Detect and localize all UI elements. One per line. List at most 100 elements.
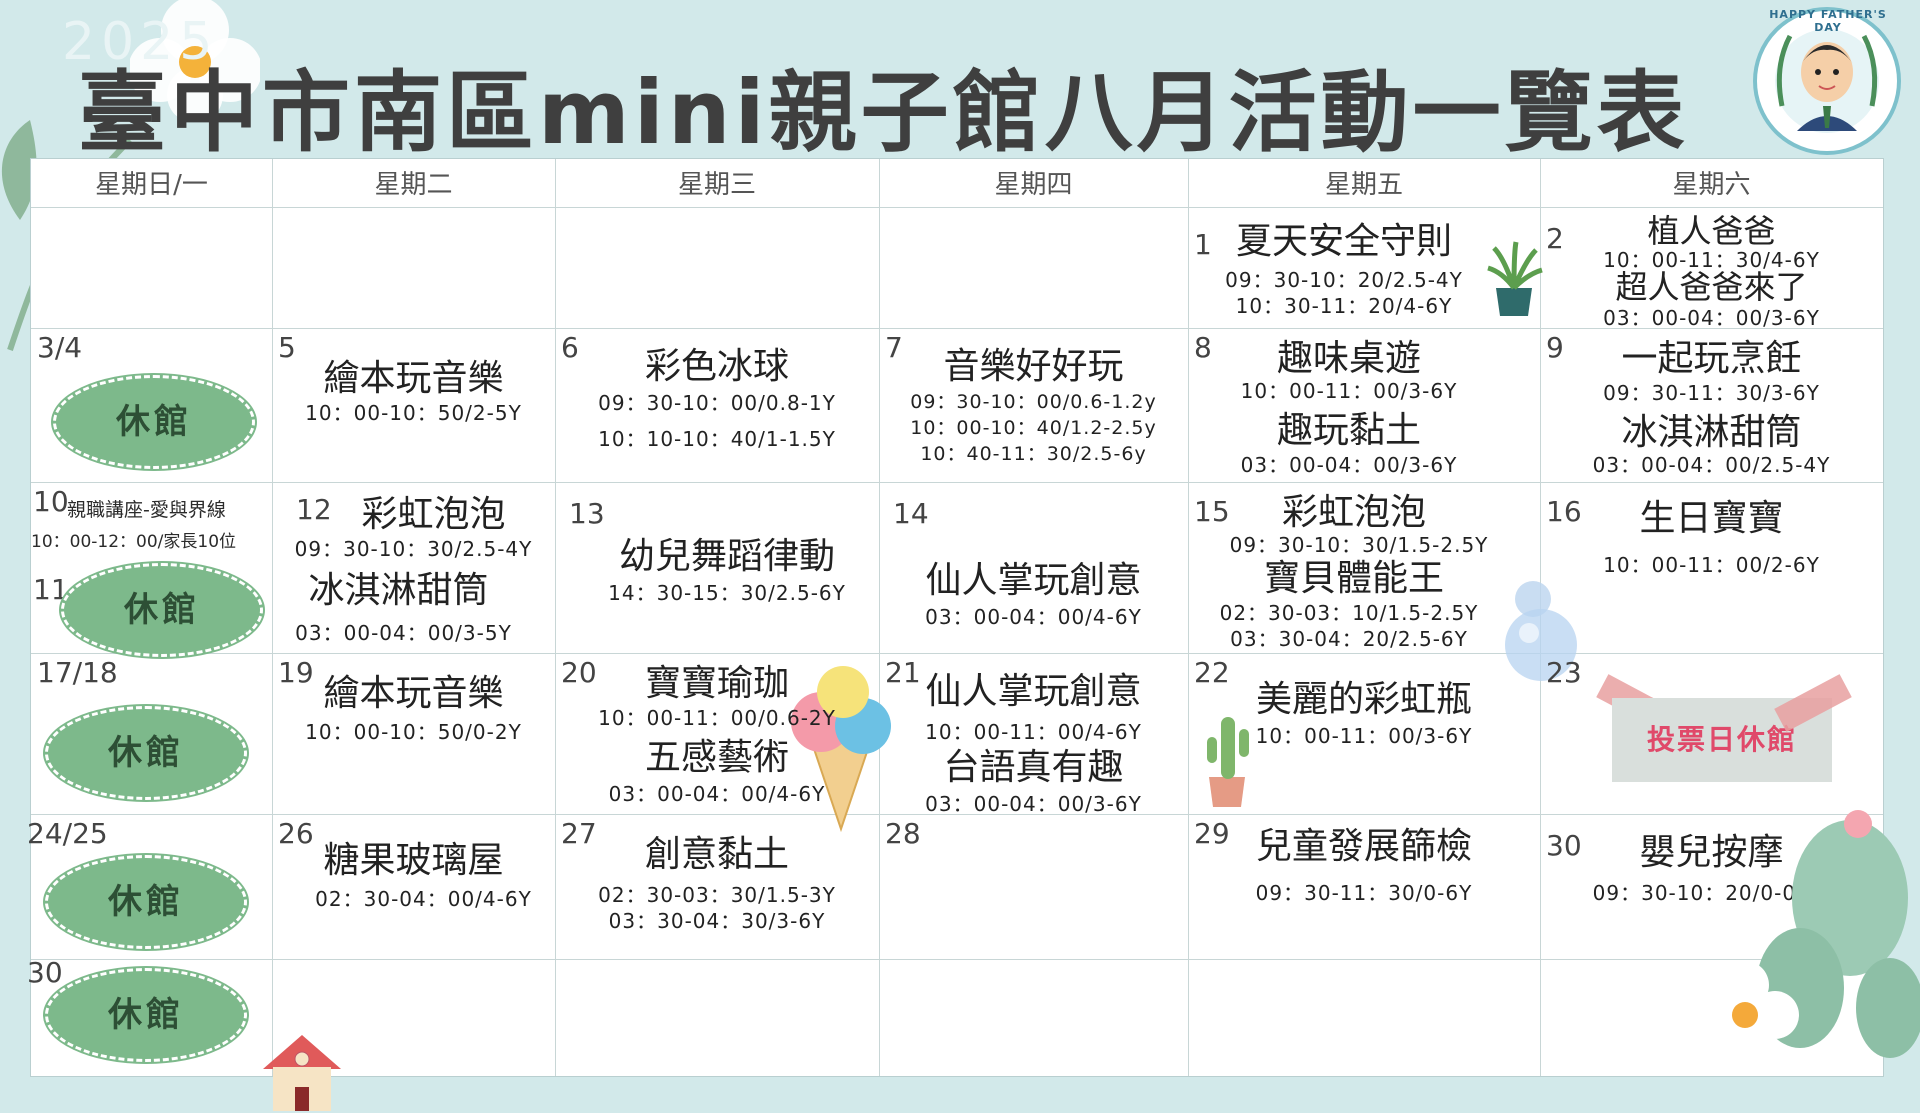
date-number: 5 [278, 331, 296, 364]
activity-time: 10：00-11：00/3-6Y [1255, 724, 1473, 748]
activity-time: 10：10-10：40/1-1.5Y [598, 427, 836, 451]
activity-title: 五感藝術 [644, 737, 789, 778]
activity-title: 美麗的彩虹瓶 [1255, 679, 1472, 720]
activity-time: 09：30-10：30/2.5-4Y [294, 537, 533, 561]
activity-title: 植人爸爸 [1647, 212, 1776, 250]
date-number: 3/4 [37, 331, 83, 364]
date-number: 16 [1546, 495, 1582, 528]
activity-time: 10：00-10：50/0-2Y [305, 720, 522, 744]
white-flower-decoration [1691, 961, 1799, 1069]
day-cell-10-11: 10 親職講座-愛與界線 10：00-12：00/家長10位 11 休館 [31, 483, 272, 657]
activity-title: 仙人掌玩創意 [925, 671, 1142, 712]
closed-oval: 休館 [61, 563, 263, 657]
activity-time: 10：00-11：00/3-6Y [1240, 379, 1458, 403]
activity-title: 兒童發展篩檢 [1255, 826, 1472, 867]
day-cell-17-18: 17/18 休館 [31, 654, 272, 814]
activity-time: 10：00-11：00/2-6Y [1603, 553, 1820, 577]
day-cell-6: 6 彩色冰球 09：30-10：00/0.8-1Y 10：10-10：40/1-… [555, 329, 879, 482]
day-cell-21: 21 仙人掌玩創意 10：00-11：00/4-6Y 台語真有趣 03：00-0… [879, 654, 1188, 816]
day-cell-1: 1 夏天安全守則 09：30-10：20/2.5-4Y 10：30-11：20/… [1188, 208, 1543, 328]
weekday-header-sun-mon: 星期日/一 [95, 170, 208, 200]
closed-oval: 休館 [53, 375, 255, 469]
activity-title: 寶寶瑜珈 [644, 663, 789, 704]
day-cell-27: 27 創意黏土 02：30-03：30/1.5-3Y 03：30-04：30/3… [555, 815, 879, 959]
activity-title: 親職講座-愛與界線 [67, 499, 226, 521]
activity-time: 02：30-04：00/4-6Y [315, 887, 532, 911]
date-number: 26 [278, 817, 314, 850]
closed-oval: 休館 [45, 706, 247, 800]
day-cell-13: 13 幼兒舞蹈律動 14：30-15：30/2.5-6Y [555, 483, 879, 653]
activity-title: 趣味桌遊 [1276, 338, 1421, 379]
calendar-grid: 星期日/一 星期二 星期三 星期四 星期五 星期六 1 夏天安全守則 09：30… [27, 158, 1884, 1111]
activity-time: 10：00-12：00/家長10位 [31, 532, 237, 552]
year-label: 2025 [62, 12, 219, 72]
day-cell-7: 7 音樂好好玩 09：30-10：00/0.6-1.2y 10：00-10：40… [879, 329, 1188, 482]
date-number: 7 [885, 331, 903, 364]
cactus-icon [1207, 717, 1249, 807]
day-cell-15: 15 彩虹泡泡 09：30-10：30/1.5-2.5Y 寶貝體能王 02：30… [1188, 483, 1540, 653]
date-number: 23 [1546, 656, 1582, 689]
day-cell-19: 19 繪本玩音樂 10：00-10：50/0-2Y [272, 654, 555, 814]
weekday-header-fri: 星期五 [1324, 170, 1403, 200]
date-number: 20 [561, 656, 597, 689]
date-number: 13 [569, 497, 605, 530]
date-number: 1 [1194, 228, 1212, 261]
date-number: 22 [1194, 656, 1230, 689]
activity-title: 嬰兒按摩 [1639, 832, 1784, 873]
day-cell-24-25: 24/25 休館 [27, 815, 272, 959]
day-cell-23: 23 [1540, 654, 1883, 814]
day-cell-14: 14 仙人掌玩創意 03：00-04：00/4-6Y [879, 483, 1188, 653]
weekday-header-sat: 星期六 [1672, 170, 1751, 200]
day-cell-28: 28 [879, 815, 1188, 959]
potted-plant-icon [1487, 241, 1543, 316]
activity-title: 超人爸爸來了 [1615, 268, 1808, 306]
date-number: 30 [1546, 829, 1582, 862]
day-cell-29: 29 兒童發展篩檢 09：30-11：30/0-6Y [1188, 815, 1540, 959]
activity-title: 寶貝體能王 [1263, 558, 1444, 599]
activity-time: 09：30-11：30/0-6Y [1255, 881, 1473, 905]
date-number: 15 [1194, 495, 1230, 528]
activity-time: 03：00-04：00/3-6Y [925, 792, 1142, 816]
activity-title: 一起玩烹飪 [1621, 338, 1802, 379]
activity-time: 03：00-04：00/3-5Y [295, 621, 512, 645]
activity-time: 09：30-10：20/0-0.8Y [1592, 881, 1831, 905]
date-number: 14 [893, 497, 929, 530]
day-cell-22: 22 美麗的彩虹瓶 10：00-11：00/3-6Y [1188, 654, 1540, 814]
activity-time: 09：30-10：00/0.8-1Y [598, 391, 836, 415]
activity-time: 03：00-04：00/3-6Y [1240, 453, 1458, 477]
activity-time: 03：30-04：20/2.5-6Y [1230, 627, 1468, 651]
activity-time: 09：30-11：30/3-6Y [1603, 381, 1820, 405]
day-cell-2: 2 植人爸爸 10：00-11：30/4-6Y 超人爸爸來了 03：00-04：… [1540, 208, 1883, 330]
activity-time: 10：00-10：40/1.2-2.5y [910, 417, 1157, 439]
day-cell-16: 16 生日寶寶 10：00-11：00/2-6Y [1540, 483, 1883, 653]
activity-title: 創意黏土 [644, 834, 789, 875]
activity-title: 趣玩黏土 [1276, 410, 1421, 451]
activity-time: 03：00-04：00/3-6Y [1603, 306, 1820, 330]
cactus-cluster-decoration [1756, 810, 1920, 1058]
activity-time: 09：30-10：00/0.6-1.2y [910, 391, 1157, 413]
day-cell-26: 26 糖果玻璃屋 02：30-04：00/4-6Y [272, 815, 555, 959]
date-number: 30 [27, 956, 63, 989]
activity-title: 糖果玻璃屋 [323, 840, 504, 881]
closed-oval: 休館 [45, 855, 247, 949]
activity-time: 03：30-04：30/3-6Y [608, 909, 826, 933]
date-number: 28 [885, 817, 921, 850]
date-number: 10 [33, 485, 69, 518]
weekday-header-tue: 星期二 [374, 170, 453, 200]
day-cell-30-sat: 30 嬰兒按摩 09：30-10：20/0-0.8Y [1540, 815, 1883, 959]
activity-time: 02：30-03：10/1.5-2.5Y [1219, 601, 1479, 625]
activity-title: 冰淇淋甜筒 [1621, 412, 1802, 453]
activity-time: 10：40-11：30/2.5-6y [920, 443, 1147, 465]
badge-text: HAPPY FATHER'S DAY [1769, 8, 1887, 34]
date-number: 17/18 [37, 656, 118, 689]
closed-oval: 休館 [45, 968, 247, 1062]
activity-time: 03：00-04：00/4-6Y [925, 605, 1142, 629]
ice-cream-cone-icon [791, 666, 891, 833]
activity-time: 10：00-11：30/4-6Y [1603, 248, 1820, 272]
weekday-header-thu: 星期四 [994, 170, 1073, 200]
activity-time: 10：30-11：20/4-6Y [1235, 294, 1453, 318]
date-number: 19 [278, 656, 314, 689]
activity-title: 彩色冰球 [644, 346, 789, 387]
weekday-header-wed: 星期三 [677, 170, 756, 200]
activity-title: 繪本玩音樂 [323, 358, 504, 399]
